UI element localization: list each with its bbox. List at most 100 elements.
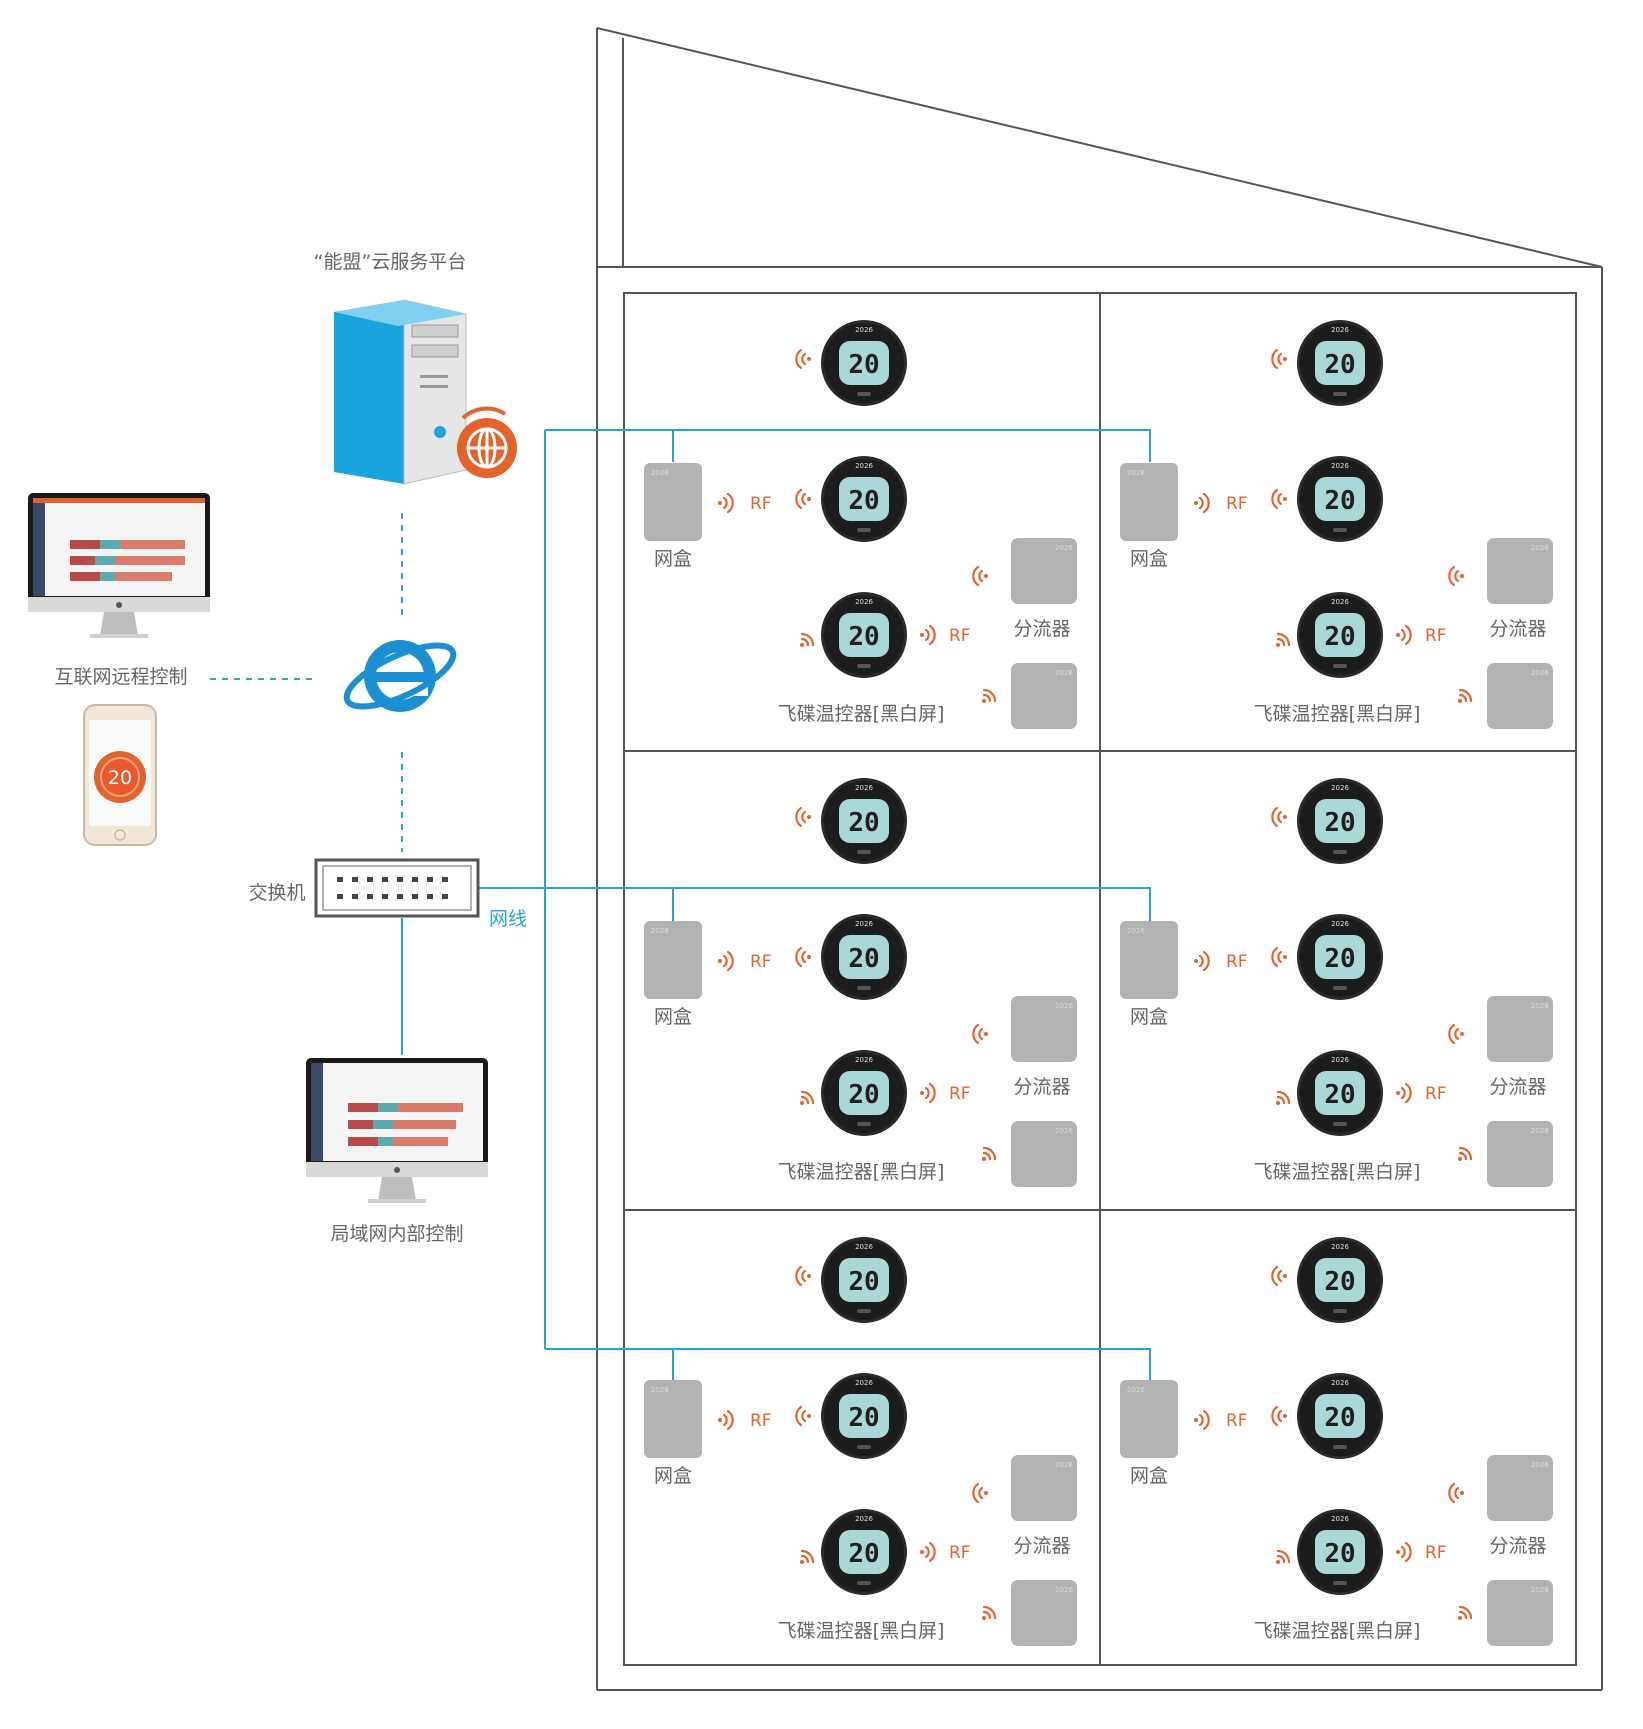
rf-signal-icon bbox=[1274, 632, 1291, 649]
splitter-label: 分流器 bbox=[1489, 618, 1546, 640]
rf-signal-icon bbox=[1456, 688, 1473, 705]
thermostat-top bbox=[1297, 778, 1383, 864]
cable-label: 网线 bbox=[489, 908, 527, 930]
thermostat-top bbox=[821, 778, 907, 864]
rf-label: RF bbox=[949, 626, 971, 646]
cloud-server bbox=[334, 299, 517, 485]
thermostat-bottom bbox=[1297, 1509, 1383, 1595]
thermostat-middle bbox=[821, 456, 907, 542]
splitter-label: 分流器 bbox=[1013, 1076, 1070, 1098]
rf-signal-icon bbox=[1394, 624, 1412, 646]
rf-label: RF bbox=[949, 1543, 971, 1563]
thermostat-label: 飞碟温控器[黑白屏] bbox=[778, 703, 945, 725]
splitter-bottom bbox=[1487, 663, 1553, 729]
rf-signal-icon bbox=[1448, 1482, 1466, 1504]
thermostat-top bbox=[1297, 1237, 1383, 1323]
gateway-box bbox=[1120, 463, 1178, 541]
rf-label: RF bbox=[750, 494, 772, 514]
internet-explorer-icon bbox=[343, 640, 457, 712]
rf-signal-icon bbox=[1271, 348, 1289, 370]
lan-label: 局域网内部控制 bbox=[330, 1223, 463, 1245]
splitter-bottom bbox=[1487, 1580, 1553, 1646]
gateway-box bbox=[644, 1380, 702, 1458]
rf-signal-icon bbox=[798, 1549, 815, 1566]
rf-signal-icon bbox=[980, 688, 997, 705]
rf-label: RF bbox=[1226, 1411, 1248, 1431]
rf-signal-icon bbox=[980, 1146, 997, 1163]
rf-signal-icon bbox=[1274, 1090, 1291, 1107]
remote-label: 互联网远程控制 bbox=[54, 666, 187, 688]
rf-signal-icon bbox=[1192, 950, 1210, 972]
rf-signal-icon bbox=[795, 348, 813, 370]
thermostat-middle bbox=[1297, 914, 1383, 1000]
thermostat-label: 飞碟温控器[黑白屏] bbox=[1254, 1161, 1421, 1183]
building-outline bbox=[596, 27, 1603, 1691]
rf-signal-icon bbox=[1456, 1146, 1473, 1163]
rf-signal-icon bbox=[1271, 488, 1289, 510]
splitter-bottom bbox=[1011, 1121, 1077, 1187]
splitter-top bbox=[1011, 538, 1077, 604]
rf-signal-icon bbox=[1271, 806, 1289, 828]
rf-signal-icon bbox=[795, 946, 813, 968]
rf-signal-icon bbox=[798, 1090, 815, 1107]
rf-signal-icon bbox=[918, 624, 936, 646]
splitter-label: 分流器 bbox=[1489, 1076, 1546, 1098]
rf-signal-icon bbox=[1448, 565, 1466, 587]
gateway-label: 网盒 bbox=[1130, 1006, 1168, 1028]
thermostat-label: 飞碟温控器[黑白屏] bbox=[778, 1161, 945, 1183]
gateway-label: 网盒 bbox=[654, 1465, 692, 1487]
rf-signal-icon bbox=[716, 492, 734, 514]
thermostat-middle bbox=[821, 1373, 907, 1459]
rf-signal-icon bbox=[972, 1023, 990, 1045]
rf-signal-icon bbox=[1192, 492, 1210, 514]
rf-signal-icon bbox=[980, 1605, 997, 1622]
gateway-box bbox=[644, 921, 702, 999]
rf-signal-icon bbox=[918, 1541, 936, 1563]
thermostat-label: 飞碟温控器[黑白屏] bbox=[1254, 703, 1421, 725]
phone bbox=[83, 704, 157, 846]
rf-signal-icon bbox=[1448, 1023, 1466, 1045]
rf-label: RF bbox=[1425, 1543, 1447, 1563]
rf-signal-icon bbox=[972, 565, 990, 587]
splitter-top bbox=[1487, 1455, 1553, 1521]
rf-label: RF bbox=[750, 952, 772, 972]
rf-signal-icon bbox=[1274, 1549, 1291, 1566]
rf-signal-icon bbox=[716, 950, 734, 972]
thermostat-bottom bbox=[1297, 592, 1383, 678]
thermostat-bottom bbox=[821, 1050, 907, 1136]
splitter-bottom bbox=[1011, 663, 1077, 729]
rf-label: RF bbox=[1425, 1084, 1447, 1104]
thermostat-bottom bbox=[1297, 1050, 1383, 1136]
thermostat-top bbox=[1297, 320, 1383, 406]
thermostat-label: 飞碟温控器[黑白屏] bbox=[1254, 1620, 1421, 1642]
thermostat-middle bbox=[821, 914, 907, 1000]
splitter-top bbox=[1011, 996, 1077, 1062]
rf-label: RF bbox=[1226, 952, 1248, 972]
switch-label: 交换机 bbox=[248, 882, 305, 904]
gateway-label: 网盒 bbox=[1130, 548, 1168, 570]
gateway-box bbox=[1120, 921, 1178, 999]
rf-signal-icon bbox=[795, 1405, 813, 1427]
splitter-top bbox=[1487, 996, 1553, 1062]
rf-signal-icon bbox=[795, 806, 813, 828]
splitter-label: 分流器 bbox=[1013, 1535, 1070, 1557]
remote-monitor bbox=[28, 493, 210, 638]
network-switch bbox=[314, 858, 480, 918]
thermostat-bottom bbox=[821, 1509, 907, 1595]
thermostat-top bbox=[821, 320, 907, 406]
thermostat-middle bbox=[1297, 1373, 1383, 1459]
rf-signal-icon bbox=[1271, 946, 1289, 968]
network-wires bbox=[210, 429, 1151, 1380]
rf-signal-icon bbox=[795, 1265, 813, 1287]
rf-signal-icon bbox=[1192, 1409, 1210, 1431]
rf-signal-icon bbox=[1271, 1405, 1289, 1427]
gateway-label: 网盒 bbox=[654, 1006, 692, 1028]
rf-label: RF bbox=[750, 1411, 772, 1431]
thermostat-top bbox=[821, 1237, 907, 1323]
